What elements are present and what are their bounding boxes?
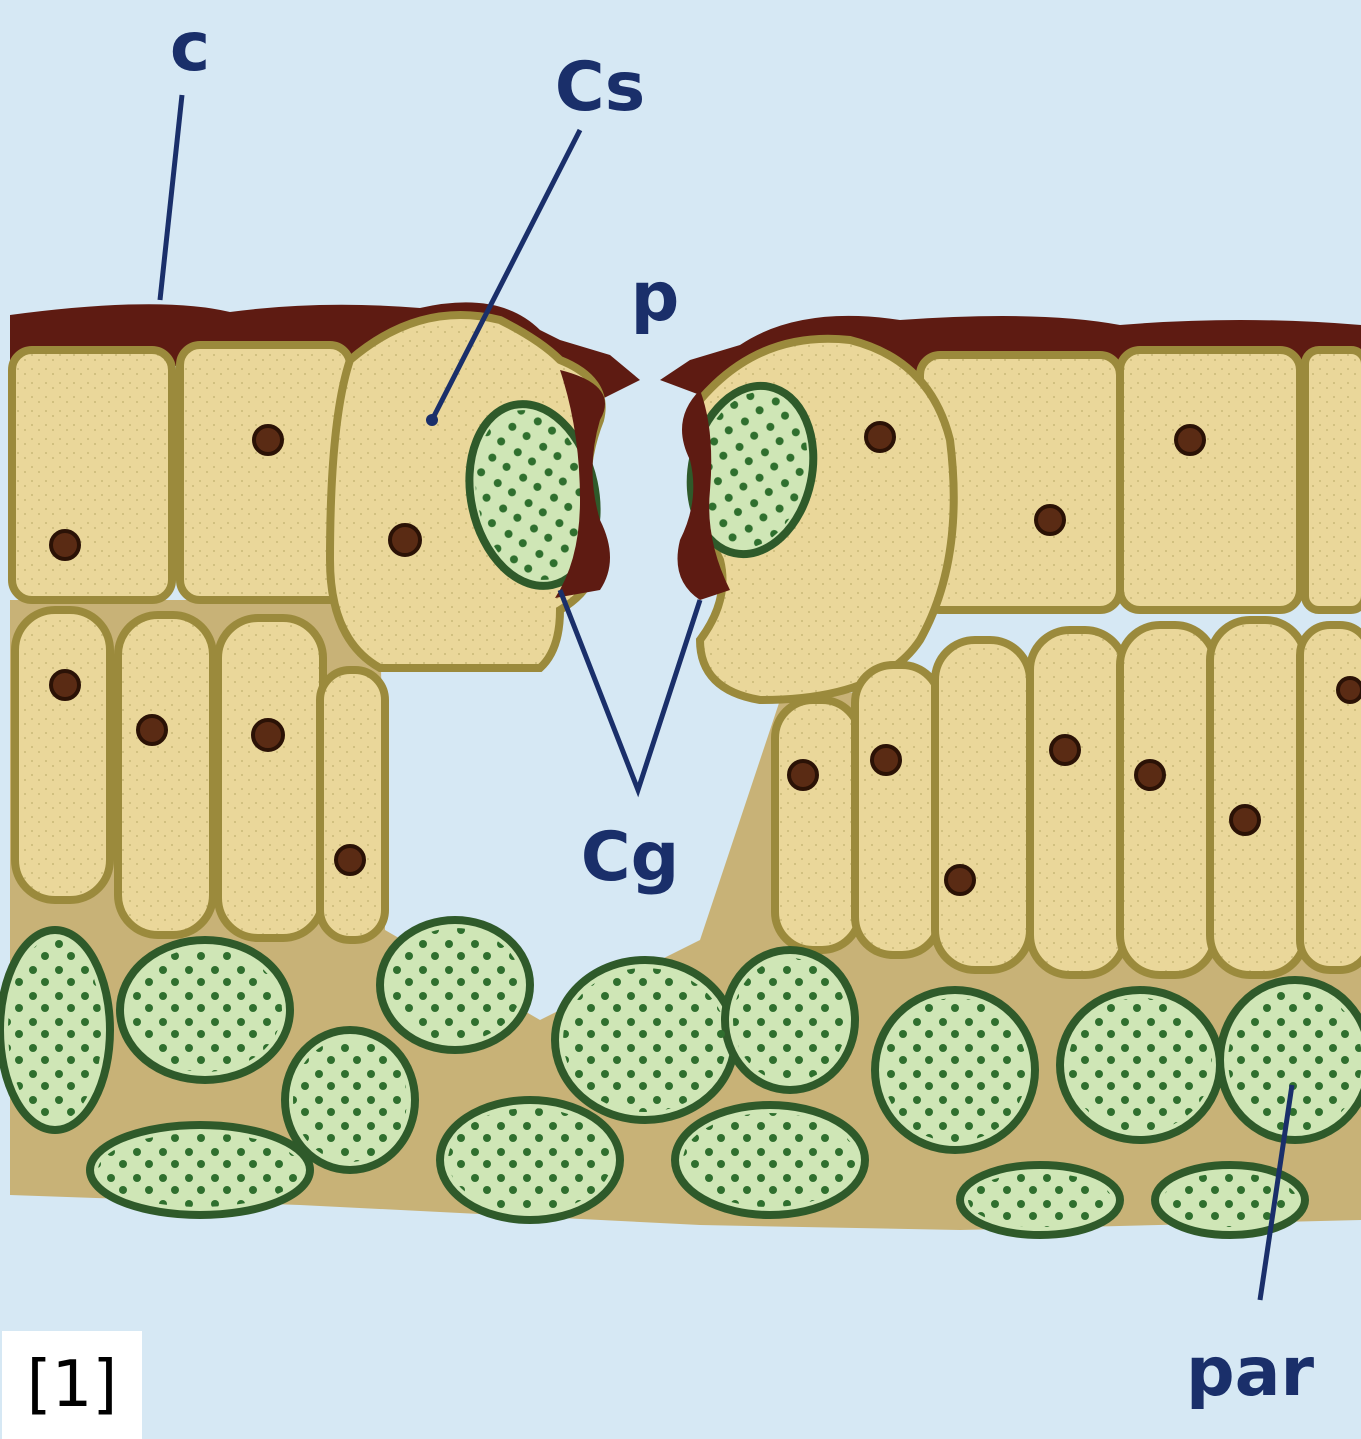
label-c: c — [170, 8, 210, 87]
chloroplasts — [293, 1038, 407, 1162]
chloroplasts — [968, 1173, 1112, 1227]
palisade-cell — [1210, 620, 1305, 975]
nucleus — [866, 423, 894, 451]
chloroplasts — [683, 1113, 857, 1207]
figure-tag: [1] — [2, 1331, 142, 1439]
chloroplasts — [128, 948, 282, 1072]
label-p: p — [631, 258, 680, 337]
epidermis-left — [12, 345, 350, 600]
chloroplasts — [1068, 998, 1212, 1132]
nucleus — [390, 525, 420, 555]
nucleus — [1338, 678, 1361, 702]
leader-dot — [426, 414, 438, 426]
palisade-cell — [1030, 630, 1125, 975]
nucleus — [946, 866, 974, 894]
epidermal-cell — [12, 350, 172, 600]
nucleus — [253, 720, 283, 750]
palisade-cell — [118, 615, 213, 935]
chloroplasts — [448, 1108, 612, 1212]
nucleus — [1036, 506, 1064, 534]
palisade-cell — [855, 665, 940, 955]
chloroplasts — [563, 968, 727, 1112]
palisade-cell — [935, 640, 1030, 970]
nucleus — [254, 426, 282, 454]
epidermal-cell — [1305, 350, 1361, 610]
nucleus — [1136, 761, 1164, 789]
nucleus — [789, 761, 817, 789]
chloroplasts — [98, 1133, 302, 1207]
palisade-cell — [218, 618, 323, 938]
nucleus — [138, 716, 166, 744]
palisade-cell — [15, 610, 110, 900]
nucleus — [1051, 736, 1079, 764]
label-cs: Cs — [555, 48, 645, 127]
epidermis-right — [920, 350, 1361, 610]
palisade-cell — [775, 700, 860, 950]
label-par: par — [1186, 1333, 1315, 1412]
chloroplasts — [733, 958, 847, 1082]
nucleus — [336, 846, 364, 874]
nucleus — [872, 746, 900, 774]
chloroplasts — [8, 938, 102, 1122]
palisade-cell — [320, 670, 385, 940]
epidermal-cell — [180, 345, 350, 600]
nucleus — [1231, 806, 1259, 834]
chloroplasts — [1228, 988, 1361, 1132]
label-cg: Cg — [581, 818, 680, 897]
chloroplasts — [388, 928, 522, 1042]
nucleus — [51, 671, 79, 699]
palisade-cell — [1120, 625, 1215, 975]
chloroplasts — [883, 998, 1027, 1142]
nucleus — [1176, 426, 1204, 454]
epidermal-cell — [1120, 350, 1300, 610]
nucleus — [51, 531, 79, 559]
